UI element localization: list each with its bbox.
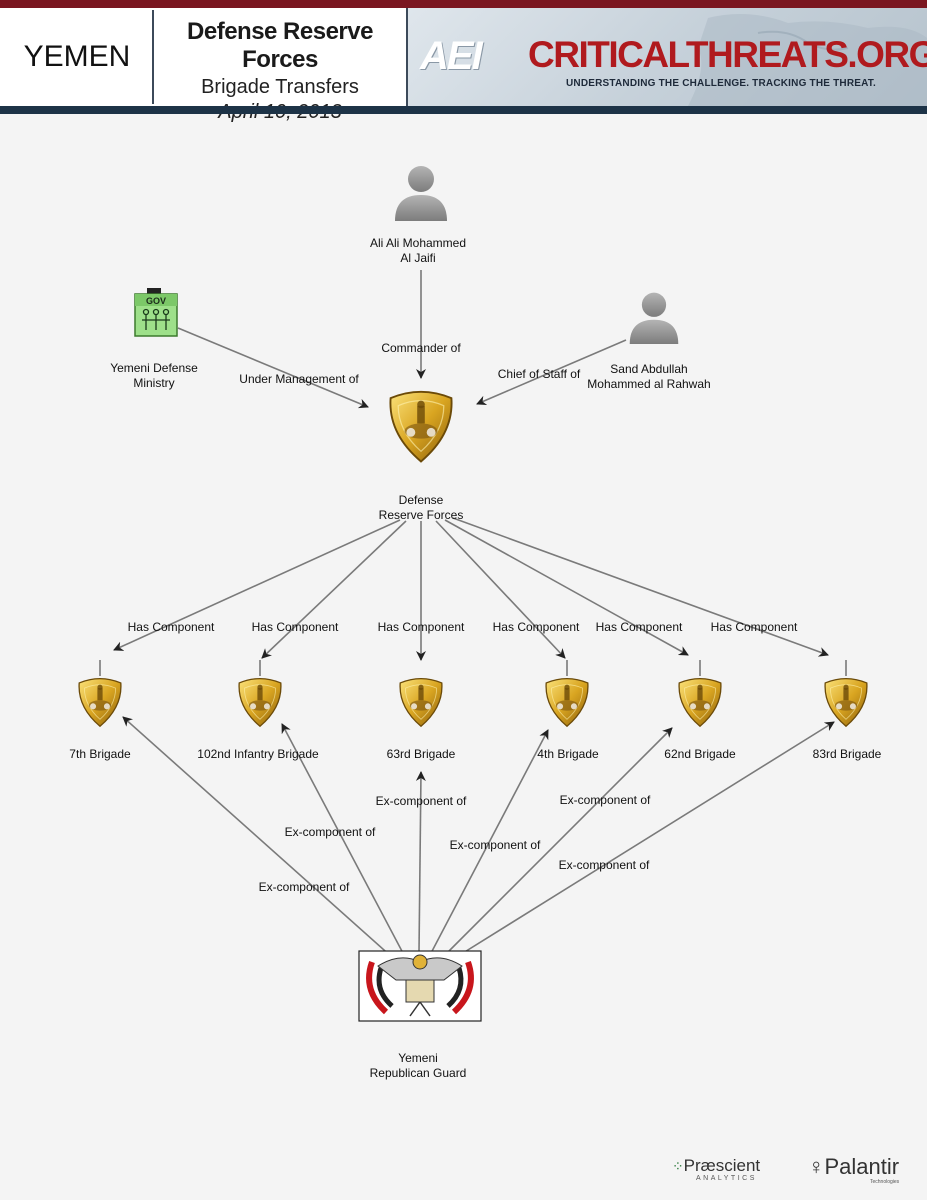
node-label-62nd-brigade: 62nd Brigade: [664, 747, 736, 761]
network-diagram: GOV: [78, 166, 868, 1022]
node-label-83rd-brigade: 83rd Brigade: [812, 747, 882, 761]
gov-badge-label: GOV: [146, 296, 166, 306]
edge-label-has-component-83rd: Has Component: [710, 620, 798, 634]
node-label-republican-guard: Yemeni Republican Guard: [370, 1051, 467, 1081]
page-subtitle: Brigade Transfers: [201, 76, 359, 98]
person-icon-ali: [395, 166, 447, 221]
node-label-drf: Defense Reserve Forces: [379, 493, 464, 523]
country-label: YEMEN: [2, 10, 154, 104]
brigade-emblem-83rd: [824, 677, 868, 727]
node-label-line: Republican Guard: [369, 1066, 467, 1080]
palantir-mark-icon: ♀: [808, 1154, 825, 1179]
edge-label-has-component-7th: Has Component: [127, 620, 215, 634]
edge-label-ex-component-62nd: Ex-component of: [559, 793, 651, 807]
node-label-line: Mohammed al Rahwah: [587, 377, 711, 391]
brigade-emblem-7th: [78, 677, 122, 727]
edge-ex-component-4th: [429, 729, 549, 956]
node-label-line: Defense: [398, 493, 444, 507]
node-label-4th-brigade: 4th Brigade: [537, 747, 599, 761]
page-title: Defense Reserve Forces: [187, 18, 373, 73]
node-label-sand: Sand Abdullah Mohammed al Rahwah: [587, 362, 710, 392]
gov-building-icon: GOV: [134, 288, 178, 337]
republican-guard-emblem: [358, 950, 482, 1022]
edge-ex-component-102nd: [281, 723, 405, 956]
node-label-7th-brigade: 7th Brigade: [69, 747, 131, 761]
edges: [113, 270, 835, 959]
edge-management: [177, 327, 369, 409]
node-label-line: Ministry: [133, 376, 175, 390]
edge-ex-component-63rd: [415, 771, 426, 953]
brigade-emblem-62nd: [678, 677, 722, 727]
edge-has-component-83rd: [452, 517, 829, 657]
node-label-102nd-brigade: 102nd Infantry Brigade: [197, 747, 319, 761]
brigade-emblem-63rd: [399, 677, 443, 727]
node-label-ali: Ali Ali Mohammed Al Jaifi: [370, 236, 466, 266]
edge-chief: [476, 339, 627, 406]
edge-label-ex-component-7th: Ex-component of: [258, 880, 350, 894]
aei-logo: AEI: [420, 34, 483, 78]
brand-banner: AEI CRITICALTHREATS.ORG UNDERSTANDING TH…: [408, 8, 927, 106]
prescient-name: Præscient: [683, 1156, 761, 1175]
edge-label-chief: Chief of Staff of: [497, 367, 581, 381]
world-map-watermark: [688, 14, 927, 106]
drf-emblem-icon: [389, 390, 453, 463]
edge-has-component-102nd: [261, 520, 407, 659]
brand-tagline: UNDERSTANDING THE CHALLENGE. TRACKING TH…: [566, 78, 876, 89]
node-label-line: Sand Abdullah: [610, 362, 688, 376]
node-label-ministry: Yemeni Defense Ministry: [110, 361, 198, 391]
edge-label-ex-component-83rd: Ex-component of: [558, 858, 650, 872]
edge-label-management: Under Management of: [239, 372, 359, 386]
edge-label-has-component-62nd: Has Component: [595, 620, 683, 634]
node-label-line: Yemeni: [398, 1051, 438, 1065]
node-label-line: Reserve Forces: [378, 508, 464, 522]
person-icon-sand: [629, 292, 679, 344]
edge-label-commander: Commander of: [381, 341, 461, 355]
prescient-logo: ⁘ Præscient ANALYTICS: [672, 1156, 761, 1182]
edge-has-component-4th: [435, 520, 566, 659]
brigade-emblem-4th: [545, 677, 589, 727]
edge-has-component-62nd: [444, 519, 689, 656]
node-label-line: Al Jaifi: [400, 251, 436, 265]
edge-label-ex-component-4th: Ex-component of: [449, 838, 541, 852]
header: YEMEN Defense Reserve Forces Brigade Tra…: [0, 8, 927, 123]
edge-ex-component-83rd: [454, 721, 835, 959]
palantir-subtext: Technologies: [870, 1179, 900, 1185]
palantir-name: Palantir: [824, 1154, 900, 1179]
prescient-subtext: ANALYTICS: [696, 1175, 757, 1182]
edge-label-has-component-102nd: Has Component: [251, 620, 339, 634]
prescient-mark-icon: ⁘: [672, 1158, 684, 1174]
edge-has-component-7th: [113, 519, 401, 651]
edge-label-has-component-4th: Has Component: [492, 620, 580, 634]
edge-label-ex-component-102nd: Ex-component of: [284, 825, 376, 839]
edge-ex-component-7th: [122, 716, 394, 959]
header-rule: [0, 106, 927, 114]
node-label-63rd-brigade: 63rd Brigade: [386, 747, 456, 761]
edge-label-ex-component-63rd: Ex-component of: [375, 794, 467, 808]
node-label-line: Yemeni Defense: [110, 361, 198, 375]
brigade-emblem-102nd: [238, 677, 282, 727]
edge-stubs: [99, 660, 847, 676]
edge-label-has-component-63rd: Has Component: [377, 620, 465, 634]
title-block: Defense Reserve Forces Brigade Transfers…: [154, 8, 408, 123]
criticalthreats-logo: CRITICALTHREATS.ORG: [528, 34, 927, 75]
node-label-line: Ali Ali Mohammed: [369, 236, 467, 250]
edge-ex-component-62nd: [443, 727, 673, 957]
palantir-logo: ♀Palantir Technologies: [808, 1154, 900, 1185]
top-accent-bar: [0, 0, 927, 8]
